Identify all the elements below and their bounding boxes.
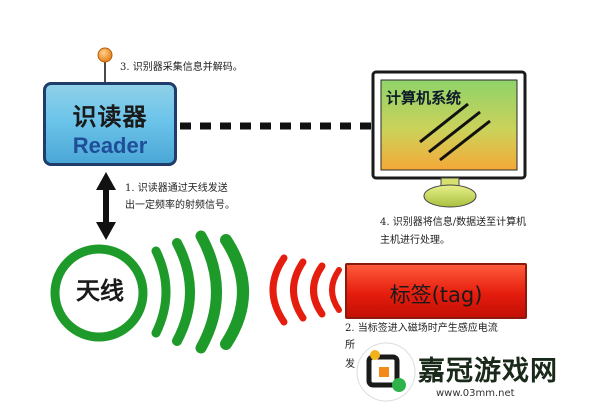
- tag-note-line3: 发: [345, 359, 355, 370]
- watermark-name: 嘉冠游戏网: [418, 356, 558, 387]
- tag-label: 标签(tag): [389, 283, 483, 307]
- computer-note-line2: 主机进行处理。: [380, 235, 450, 246]
- antenna-ring: [50, 244, 148, 342]
- tag-wave-icon: [269, 254, 342, 326]
- tag-note-line1: 2. 当标签进入磁场时产生感应电流: [345, 323, 498, 334]
- computer-title: 计算机系统: [386, 89, 462, 107]
- reader-note: 3. 识别器采集信息并解码。: [120, 62, 243, 73]
- antenna-wave-icon: [151, 230, 249, 354]
- link-note-line2: 出一定频率的射频信号。: [125, 200, 235, 211]
- tag-note-line2: 所: [345, 340, 355, 351]
- computer-monitor-icon: [371, 70, 527, 208]
- reader-title: 识读器: [72, 103, 148, 131]
- reader-antenna-icon: [97, 47, 113, 84]
- watermark-url: www.03mm.net: [436, 388, 515, 399]
- reader-subtitle: Reader: [72, 133, 148, 158]
- double-arrow-icon: [96, 172, 116, 240]
- link-note-line1: 1. 识读器通过天线发送: [125, 183, 228, 194]
- tag-box: 标签(tag): [345, 263, 527, 319]
- watermark-logo-icon: [356, 342, 416, 402]
- antenna-label: 天线: [76, 276, 124, 305]
- computer-note-line1: 4. 识别器将信息/数据送至计算机: [380, 217, 527, 228]
- reader-box: 识读器 Reader: [43, 82, 177, 166]
